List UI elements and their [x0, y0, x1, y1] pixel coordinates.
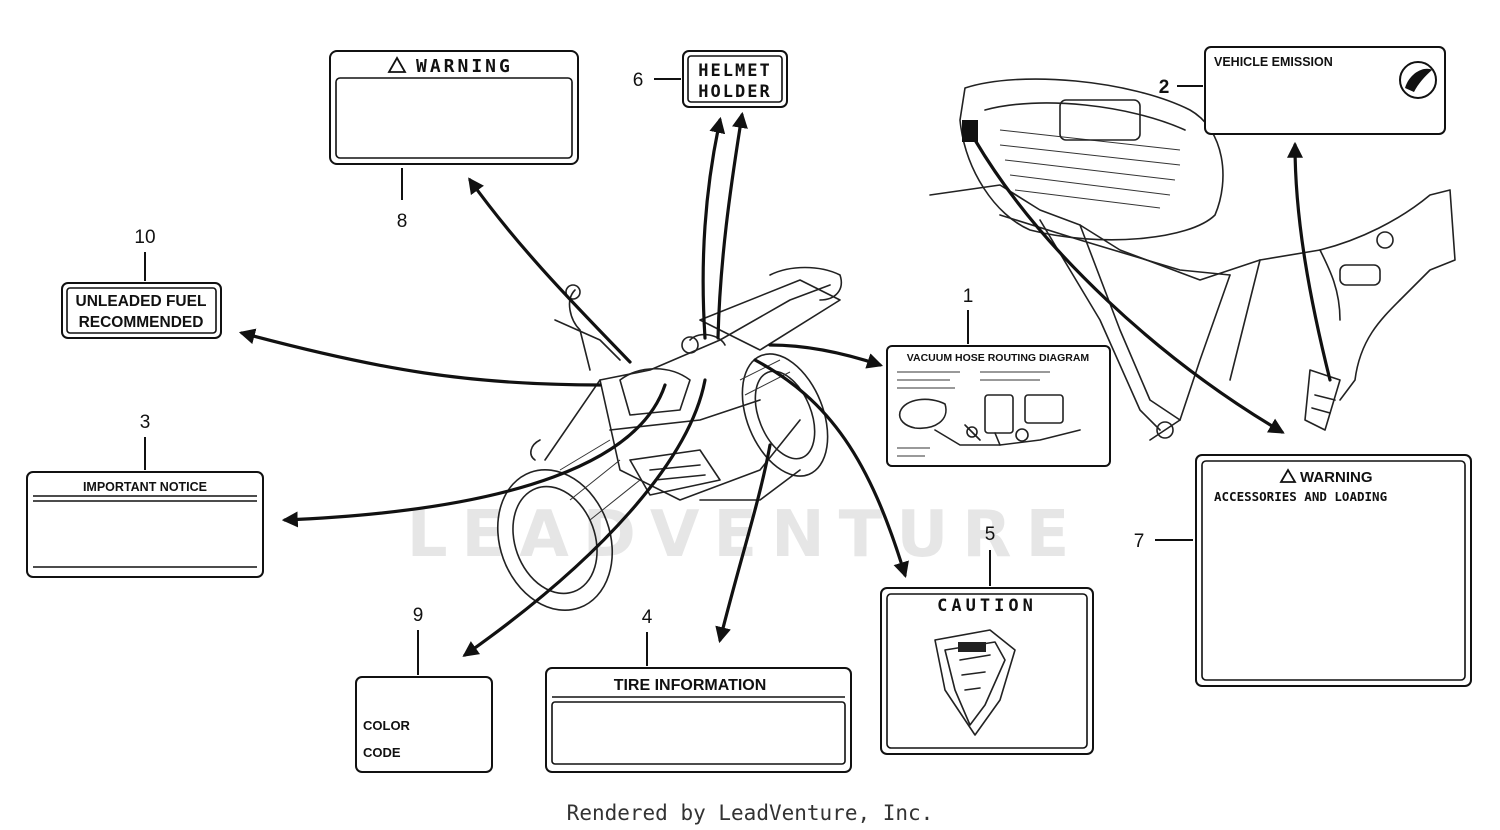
hose-routing-schematic-icon: [897, 371, 1081, 457]
tire-information-label: TIRE INFORMATION: [545, 667, 852, 773]
color-code-label: COLOR CODE: [355, 676, 493, 773]
callout-2: 2: [1159, 77, 1170, 98]
callout-5: 5: [985, 524, 996, 545]
unleaded-fuel-line2: RECOMMENDED: [79, 314, 204, 331]
warning-accessories-label: WARNING ACCESSORIES AND LOADING: [1195, 454, 1472, 687]
caution-title: CAUTION: [937, 596, 1037, 616]
callout-4: 4: [642, 607, 653, 628]
warning-triangle-icon: [1279, 468, 1297, 483]
callout-1: 1: [963, 286, 974, 307]
caution-label: CAUTION: [880, 587, 1094, 755]
tire-information-title: TIRE INFORMATION: [614, 677, 767, 694]
vehicle-emission-label: VEHICLE EMISSION: [1204, 46, 1446, 135]
callout-7: 7: [1134, 531, 1145, 552]
frame-lift-icon: [934, 629, 1016, 736]
callout-3: 3: [140, 412, 151, 433]
helmet-holder-line1: HELMET: [698, 61, 771, 81]
vehicle-emission-title: VEHICLE EMISSION: [1214, 55, 1333, 69]
warning-accessories-title: WARNING: [1300, 469, 1373, 486]
warning-label-title: WARNING: [416, 56, 513, 77]
vacuum-hose-title: VACUUM HOSE ROUTING DIAGRAM: [907, 352, 1090, 364]
warning-label-8: WARNING: [329, 50, 579, 165]
callout-10: 10: [134, 227, 155, 248]
color-code-line1: COLOR: [363, 718, 411, 733]
brand-wing-icon: [1399, 61, 1437, 99]
callout-9: 9: [413, 605, 424, 626]
leader-arrows: [238, 111, 1332, 657]
callout-6: 6: [633, 70, 644, 91]
footer-credit: Rendered by LeadVenture, Inc.: [567, 801, 934, 825]
color-code-line2: CODE: [363, 745, 401, 760]
motorcycle-illustration: [496, 266, 842, 612]
vacuum-hose-routing-label: VACUUM HOSE ROUTING DIAGRAM: [886, 345, 1111, 467]
unleaded-fuel-label: UNLEADED FUEL RECOMMENDED: [61, 282, 222, 339]
callout-8: 8: [397, 211, 408, 232]
helmet-holder-label: HELMET HOLDER: [682, 50, 788, 108]
warning-triangle-icon: [387, 56, 407, 73]
helmet-holder-line2: HOLDER: [698, 82, 771, 102]
important-notice-label: IMPORTANT NOTICE: [26, 471, 264, 578]
warning-accessories-subtitle: ACCESSORIES AND LOADING: [1214, 489, 1387, 504]
watermark: LEADVENTURE: [407, 498, 1084, 572]
important-notice-title: IMPORTANT NOTICE: [83, 480, 207, 494]
unleaded-fuel-line1: UNLEADED FUEL: [76, 293, 207, 310]
seat-label-marker: [962, 120, 978, 142]
